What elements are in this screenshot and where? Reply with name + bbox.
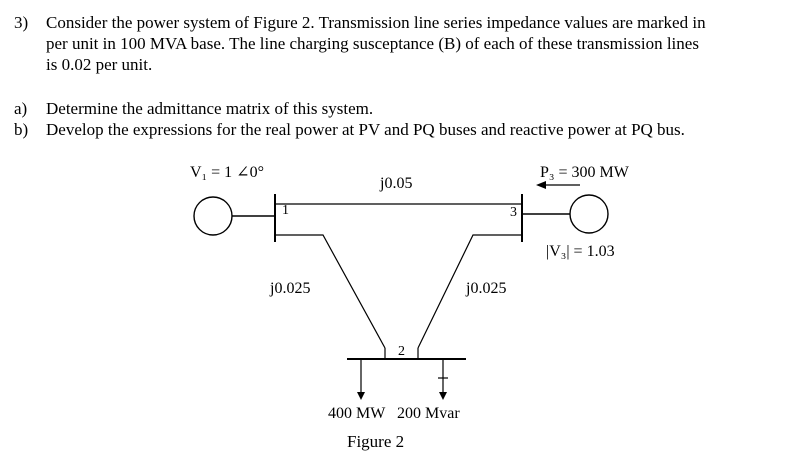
question-line-3: is 0.02 per unit. [46,55,153,74]
line-2-3-impedance: j0.025 [465,280,506,297]
part-b-label: b) [14,120,29,139]
load-p-arrow-icon [357,392,365,400]
generator-3-icon [569,194,609,234]
part-b-text: Develop the expressions for the real pow… [46,120,685,139]
question-line-2: per unit in 100 MVA base. The line charg… [46,34,699,53]
bus-3-label: 3 [510,205,517,220]
part-b: b) Develop the expressions for the real … [14,119,780,140]
line-1-2-impedance: j0.025 [269,280,310,297]
line-1-3-impedance: j0.05 [379,175,412,192]
part-a-text: Determine the admittance matrix of this … [46,99,374,118]
generator-1-icon [193,196,233,236]
p3-label: P₃ = 300 MW [540,164,630,181]
bus-1-label: 1 [282,203,289,218]
figure-caption: Figure 2 [347,432,404,451]
question-statement: 3) Consider the power system of Figure 2… [14,12,780,75]
question-line-1: Consider the power system of Figure 2. T… [46,13,706,32]
p3-arrow-head-icon [536,181,546,189]
part-a: a) Determine the admittance matrix of th… [14,98,780,119]
load-label: 400 MW 200 Mvar [328,405,460,422]
v1-label: V₁ = 1 ∠0° [190,164,264,181]
load-q-arrow-icon [439,392,447,400]
question-parts: a) Determine the admittance matrix of th… [14,98,780,140]
part-a-label: a) [14,99,28,118]
question-number: 3) [14,13,29,32]
line-2-3 [417,234,522,349]
v3-label: |V₃| = 1.03 [546,243,615,260]
line-1-2 [275,234,386,349]
bus-2-label: 2 [398,344,405,359]
